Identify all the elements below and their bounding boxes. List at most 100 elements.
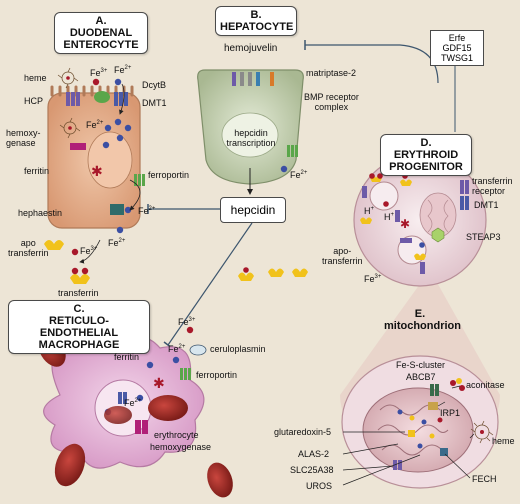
transferrin-icon-a: [70, 267, 90, 284]
dmt1-label-d: DMT1: [474, 200, 499, 210]
mito-pointer-lines: [342, 385, 475, 486]
fe2-label-c: Fe2+: [168, 344, 186, 354]
panel-a-letter: A.: [95, 15, 107, 27]
fe2-dot: [419, 242, 425, 248]
transferrin-yellow-d: [360, 175, 426, 260]
erfe-box: Erfe GDF15 TWSG1: [430, 30, 484, 66]
fe3-dot: [71, 248, 79, 256]
panel-e-title: E. mitochondrion: [384, 308, 461, 332]
panel-b-title: B. HEPATOCYTE: [215, 6, 297, 36]
hemoxygenase-label-c: hemoxygenase: [150, 442, 212, 452]
erythrocyte-icon: [207, 462, 233, 498]
hemoxygenase-bar-a: [70, 143, 86, 150]
fe2-dot: [114, 118, 122, 126]
fe3-dot: [243, 267, 249, 273]
ferritin-label-c: ferritin: [114, 352, 140, 362]
matriptase-label: matriptase-2: [306, 68, 357, 78]
ferroportin-c: [180, 368, 191, 380]
fe2-dot: [102, 141, 110, 149]
apical-uptake-arrow: [119, 83, 125, 115]
ferroportin-b: [287, 145, 298, 157]
panel-c-name-2: MACROPHAGE: [38, 339, 120, 351]
hemoxygenase-label-a: hemoxy-genase: [6, 128, 41, 148]
bmp-receptor-complex: [232, 72, 274, 86]
hepatocyte-nucleus: [221, 112, 279, 158]
apo-transferrin-icons-d: [238, 268, 308, 281]
panel-d-letter: D.: [420, 137, 432, 149]
fe2-dot: [116, 226, 124, 234]
erfe-feedback-line: [305, 44, 439, 84]
fe3-dot: [186, 326, 194, 334]
slc25a38-label: SLC25A38: [290, 465, 334, 475]
enterocyte-cell: [47, 85, 141, 229]
twsg1-label: TWSG1: [440, 53, 473, 63]
h-plus-label-1: H+: [364, 206, 375, 216]
fe2-label-c-inner: Fe2+: [124, 398, 142, 408]
heme-label-a: heme: [24, 73, 47, 83]
fe3-label-a-out: Fe3+: [80, 246, 98, 256]
panel-c-letter: C.: [73, 303, 85, 315]
irp1-block: [428, 402, 438, 410]
erythrocyte-inner: [104, 406, 132, 424]
erythrocyte-icon: [148, 395, 188, 421]
steap3-label: STEAP3: [466, 232, 501, 242]
hephaestin-label: hephaestin: [18, 208, 63, 218]
erfe-label: Erfe: [448, 33, 466, 43]
fe-s-cluster-label: Fe-S-cluster: [396, 360, 446, 370]
dcytb-label: DcytB: [142, 80, 167, 90]
panel-e-name: mitochondrion: [384, 320, 461, 332]
uros-label: UROS: [306, 481, 333, 491]
heme-label-e: heme: [492, 436, 515, 446]
apo-transferrin-label-d: apo-transferrin: [322, 246, 363, 266]
erythrocyte-icon: [54, 443, 86, 487]
apo-transferrin-icon-a: [44, 240, 64, 250]
ferritin-icon-d: ✱: [400, 217, 410, 231]
ferroportin-a: [134, 174, 145, 186]
hcp-label: HCP: [24, 96, 44, 106]
gdf15-label: GDF15: [442, 43, 472, 53]
fe2-dot: [280, 165, 288, 173]
hcp-transporter: [66, 92, 80, 106]
fe3-dot: [92, 78, 100, 86]
fe3-label-c: Fe3+: [178, 317, 196, 327]
fe2-dot: [116, 134, 124, 142]
fech-label: FECH: [472, 474, 497, 484]
ferroportin-label-c: ferroportin: [196, 370, 238, 380]
abcb7-label: ABCB7: [406, 372, 436, 382]
basolateral-arrow: [129, 179, 141, 211]
panel-d-title: D. ERYTHROID PROGENITOR: [380, 134, 472, 176]
ceruloplasmin-label: ceruloplasmin: [210, 344, 266, 354]
fe2-dot: [114, 78, 122, 86]
fe2-label-a-inner: Fe2+: [86, 120, 104, 130]
panel-a-name-1: DUODENAL: [69, 27, 133, 39]
transferrin-label-a: transferrin: [58, 288, 99, 298]
fe2-dot: [124, 124, 132, 132]
panel-b-name: HEPATOCYTE: [220, 21, 294, 33]
glutaredoxin-label: glutaredoxin-5: [274, 427, 332, 437]
heme-icon-inner: [59, 117, 81, 139]
endosome: [369, 181, 399, 211]
panel-e-letter: E.: [414, 308, 426, 320]
fe2-label-a-out2: Fe2+: [108, 238, 126, 248]
heme-icon: [57, 67, 79, 89]
hepcidin-box: hepcidin: [220, 197, 286, 223]
hephaestin-block: [110, 204, 124, 215]
ferritin-label-a: ferritin: [24, 166, 50, 176]
panel-d-name-2: PROGENITOR: [389, 161, 463, 173]
hepcidin-inhibit-macrophage: [167, 222, 253, 346]
panel-c-title: C. RETICULO-ENDOTHELIAL MACROPHAGE: [8, 300, 150, 354]
hepcidin-label: hepcidin: [230, 203, 276, 217]
fe3-dot: [369, 173, 375, 179]
dmt1-label-a: DMT1: [142, 98, 167, 108]
fe2-label-a: Fe2+: [114, 65, 132, 75]
mito-dots: [397, 409, 443, 449]
abcb7-transporter: [430, 384, 439, 396]
panel-b-letter: B.: [250, 9, 262, 21]
aconitase-icon: [450, 378, 465, 391]
fe2-label-a-out: Fe2+: [138, 206, 156, 216]
panel-a-name-2: ENTEROCYTE: [63, 39, 139, 51]
